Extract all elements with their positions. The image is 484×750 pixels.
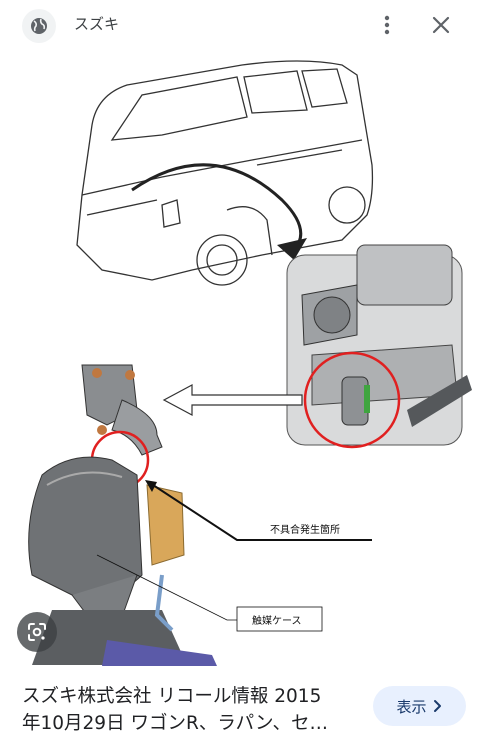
google-lens-button[interactable] — [17, 612, 57, 652]
close-button[interactable] — [426, 10, 456, 40]
more-vert-icon — [384, 15, 390, 35]
pointer-arrow — [162, 383, 303, 417]
site-name[interactable]: スズキ — [74, 15, 120, 33]
engine-assembly — [286, 244, 472, 449]
recall-diagram-image[interactable]: 不具合発生箇所 触媒ケース — [12, 55, 472, 666]
close-icon — [432, 16, 450, 34]
defect-location-label: 不具合発生箇所 — [270, 523, 340, 536]
curved-arrow — [131, 163, 307, 260]
visit-button[interactable]: 表示 — [373, 686, 466, 726]
catalyst-assembly — [28, 364, 217, 666]
catalyst-case-label: 触媒ケース — [252, 614, 302, 627]
lens-icon — [28, 623, 46, 641]
chevron-right-icon — [433, 700, 441, 712]
globe-icon — [31, 18, 47, 34]
visit-button-label: 表示 — [396, 697, 427, 716]
result-title[interactable]: スズキ株式会社 リコール情報 2015 年10月29日 ワゴンR、ラパン、セ… — [22, 683, 362, 737]
leader-lines — [96, 480, 372, 632]
site-globe-icon[interactable] — [22, 9, 56, 43]
car-outline — [76, 60, 374, 286]
top-bar: スズキ — [0, 0, 484, 50]
diagram-illustration: 不具合発生箇所 触媒ケース — [28, 60, 472, 666]
engine-highlight-circle — [303, 351, 401, 449]
result-title-line-1: スズキ株式会社 リコール情報 2015 — [22, 686, 322, 707]
more-options-button[interactable] — [374, 10, 400, 40]
result-title-line-2: 年10月29日 ワゴンR、ラパン、セ… — [22, 713, 328, 734]
